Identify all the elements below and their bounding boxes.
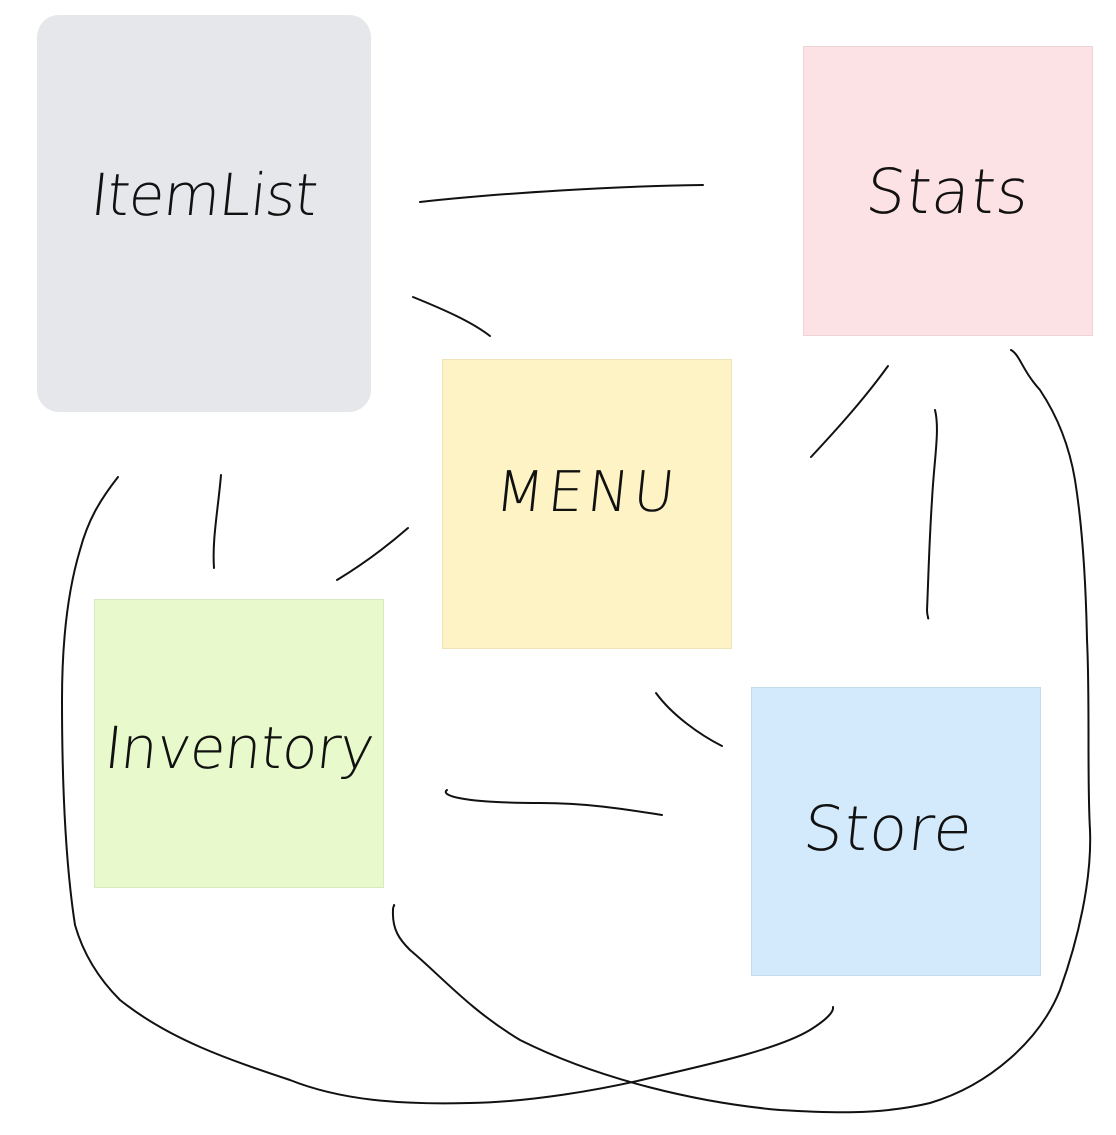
note-itemlist-label: ItemList [87, 161, 321, 229]
note-stats-label: Stats [862, 155, 1034, 228]
note-stats[interactable]: Stats [803, 46, 1093, 336]
note-inventory[interactable]: Inventory [94, 599, 384, 888]
connector-itemlist-inventory [212, 474, 222, 569]
connector-menu-inventory [336, 527, 409, 581]
note-menu[interactable]: MENU [442, 359, 732, 649]
note-itemlist[interactable]: ItemList [37, 15, 371, 412]
connector-stats-menu [810, 365, 889, 458]
connector-stats-store [926, 409, 938, 620]
note-menu-label: MENU [492, 460, 682, 525]
connector-itemlist-stats [419, 184, 704, 203]
connector-inventory-store [444, 789, 663, 816]
connector-itemlist-menu [412, 296, 491, 337]
note-store-label: Store [800, 792, 977, 865]
note-store[interactable]: Store [751, 687, 1041, 976]
connector-menu-store [655, 692, 723, 747]
note-inventory-label: Inventory [101, 714, 377, 782]
